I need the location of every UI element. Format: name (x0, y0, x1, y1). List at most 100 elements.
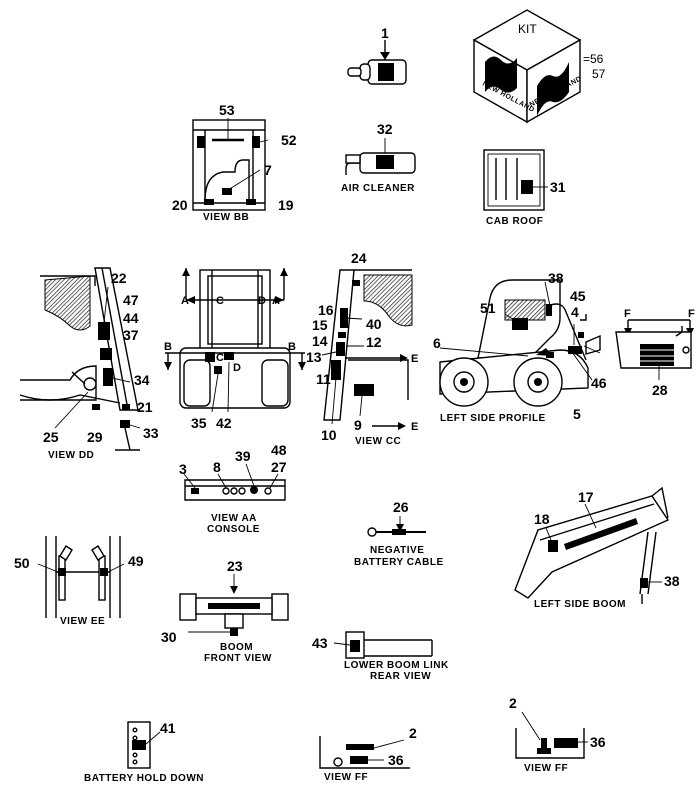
view-letter-d-upper: D (258, 295, 266, 307)
callout-39: 39 (235, 448, 251, 464)
callout-29: 29 (87, 429, 103, 445)
view-ee-drawing (37, 536, 125, 618)
view-letter-c-lower: C (216, 352, 224, 364)
view-letter-f-left: F (624, 308, 631, 320)
caption-view-aa: VIEW AA (211, 513, 257, 524)
boom-front-view-drawing (179, 574, 289, 636)
callout-14: 14 (312, 333, 328, 349)
caption-view-cc: VIEW CC (355, 436, 401, 447)
callout-17: 17 (578, 489, 594, 505)
caption-boom-2: FRONT VIEW (204, 653, 272, 664)
caption-cab-roof: CAB ROOF (486, 216, 543, 227)
left-side-boom-drawing (514, 486, 670, 604)
callout-5: 5 (573, 406, 581, 422)
caption-view-bb: VIEW BB (203, 212, 249, 223)
caption-negative-2: BATTERY CABLE (354, 557, 444, 568)
kit-label: KIT (518, 22, 537, 36)
cab-roof-drawing (483, 149, 548, 211)
callout-27: 27 (271, 459, 287, 475)
view-letter-e-lower: E (411, 421, 418, 433)
callout-38-profile: 38 (548, 270, 564, 286)
callout-28: 28 (652, 382, 668, 398)
view-cc-drawing (321, 269, 413, 430)
callout-36-ff2: 36 (590, 734, 606, 750)
callout-52: 52 (281, 132, 297, 148)
callout-25: 25 (43, 429, 59, 445)
callout-22: 22 (111, 270, 127, 286)
callout-7: 7 (264, 162, 272, 178)
callout-51: 51 (480, 300, 496, 316)
callout-11: 11 (316, 371, 331, 387)
view-letter-c-upper: C (216, 295, 224, 307)
callout-44: 44 (123, 310, 139, 326)
callout-19: 19 (278, 197, 294, 213)
caption-boom-1: BOOM (220, 642, 253, 653)
caption-view-ff-2: VIEW FF (524, 763, 568, 774)
view-ff-2-drawing (515, 711, 588, 759)
callout-49: 49 (128, 553, 144, 569)
air-cleaner-drawing (345, 138, 416, 175)
caption-console: CONSOLE (207, 524, 260, 535)
callout-48: 48 (271, 442, 287, 458)
callout-33: 33 (143, 425, 159, 441)
callout-15: 15 (312, 317, 328, 333)
callout-2-ff1: 2 (409, 725, 417, 741)
front-view-drawing (164, 268, 306, 413)
callout-32: 32 (377, 121, 393, 137)
caption-air-cleaner: AIR CLEANER (341, 183, 415, 194)
callout-43: 43 (312, 635, 328, 651)
caption-negative-1: NEGATIVE (370, 545, 424, 556)
callout-23: 23 (227, 558, 243, 574)
view-letter-b-left: B (164, 341, 172, 353)
callout-47: 47 (123, 292, 139, 308)
callout-40: 40 (366, 316, 382, 332)
callout-21: 21 (137, 399, 153, 415)
view-f-drawing (615, 319, 694, 380)
caption-view-dd: VIEW DD (48, 450, 94, 461)
callout-26: 26 (393, 499, 409, 515)
caption-view-ee: VIEW EE (60, 616, 105, 627)
caption-left-side-boom: LEFT SIDE BOOM (534, 599, 626, 610)
caption-battery-hold: BATTERY HOLD DOWN (84, 773, 204, 784)
battery-hold-down-drawing (127, 721, 161, 769)
view-bb-drawing (192, 118, 269, 211)
callout-13: 13 (306, 349, 322, 365)
view-letter-d-lower: D (233, 362, 241, 374)
callout-34: 34 (134, 372, 150, 388)
kit-57: 57 (592, 67, 606, 81)
view-letter-b-right: B (288, 341, 296, 353)
callout-9: 9 (354, 417, 362, 433)
callout-2-ff2: 2 (509, 695, 517, 711)
view-letter-f-right: F (688, 308, 695, 320)
callout-24: 24 (351, 250, 367, 266)
callout-30: 30 (161, 629, 177, 645)
callout-20: 20 (172, 197, 188, 213)
callout-10: 10 (321, 427, 337, 443)
caption-left-side-profile: LEFT SIDE PROFILE (440, 413, 546, 424)
callout-12: 12 (366, 334, 382, 350)
callout-41: 41 (160, 720, 176, 736)
lower-boom-link-drawing (333, 631, 433, 659)
callout-53: 53 (219, 102, 235, 118)
view-letter-a-left: A (181, 295, 189, 307)
left-side-profile-drawing (439, 279, 601, 407)
callout-8: 8 (213, 459, 221, 475)
kit-cube (472, 9, 582, 124)
caption-view-ff-1: VIEW FF (324, 772, 368, 783)
view-dd-drawing (19, 267, 141, 451)
callout-18: 18 (534, 511, 550, 527)
callout-38-boom: 38 (664, 573, 680, 589)
callout-37: 37 (123, 327, 139, 343)
callout-50: 50 (14, 555, 30, 571)
callout-45: 45 (570, 288, 586, 304)
view-aa-console-drawing (183, 463, 286, 501)
view-letter-e-upper: E (411, 353, 418, 365)
callout-35: 35 (191, 415, 207, 431)
caption-lower-1: LOWER BOOM LINK (344, 660, 449, 671)
callout-16: 16 (318, 302, 334, 318)
component-1-drawing (347, 40, 407, 85)
callout-42: 42 (216, 415, 232, 431)
callout-4: 4 (571, 304, 579, 320)
callout-31: 31 (550, 179, 566, 195)
